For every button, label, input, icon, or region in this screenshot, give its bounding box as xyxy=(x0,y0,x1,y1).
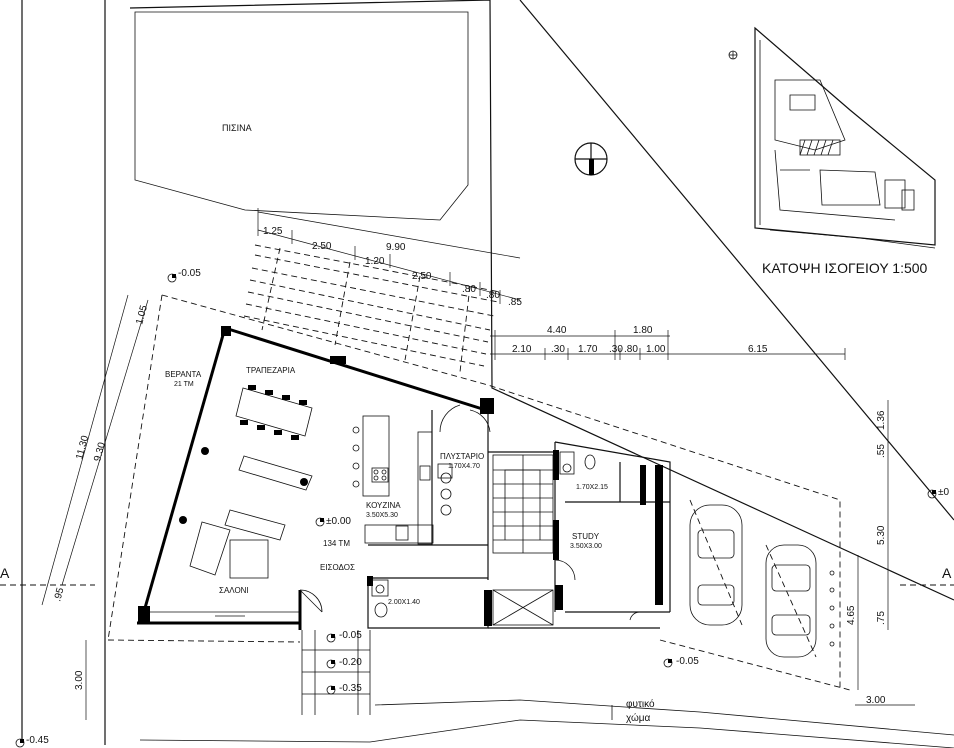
dim-text: .80 xyxy=(462,284,476,295)
wc-dims: 1.70X2.15 xyxy=(576,484,608,491)
dim-text: 2.10 xyxy=(512,344,532,355)
pergola xyxy=(243,244,501,373)
kitchen-label: ΚΟΥΖΙΝΑ xyxy=(366,501,401,510)
level-markers: -0.05 -0.05 -0.20 -0.35 -0.05 -0.45 ±0 xyxy=(15,268,949,748)
dining-table xyxy=(235,385,313,440)
study-dims: 3.50X3.00 xyxy=(570,543,602,550)
dim-text: .95 xyxy=(52,586,66,603)
level-marker: -0.20 xyxy=(326,657,362,669)
plot-boundary xyxy=(21,0,954,748)
house-walls xyxy=(137,326,671,630)
laundry-label: ΠΛΥΣΤΑΡΙΟ xyxy=(440,452,484,461)
level-marker: -0.45 xyxy=(15,735,49,748)
dim-text: 11.30 xyxy=(74,434,91,461)
dining-label: ΤΡΑΠΕΖΑΡΙΑ xyxy=(246,366,296,375)
living-furniture xyxy=(179,447,313,617)
level-text: -0.05 xyxy=(339,630,362,641)
level-text: -0.35 xyxy=(339,683,362,694)
section-label: A xyxy=(0,565,10,581)
section-mark-right: A xyxy=(900,565,954,586)
soil-label-2: χώμα xyxy=(626,712,651,724)
right-dimensions: 4.40 1.80 2.10 .30 1.70 .30 .80 1.00 6.1… xyxy=(490,325,846,360)
dim-text: 2.50 xyxy=(312,241,332,252)
dim-text: 6.15 xyxy=(748,344,768,355)
dim-text: 3.00 xyxy=(866,695,886,706)
dim-text: .30 xyxy=(609,344,623,355)
staircase xyxy=(492,454,554,626)
dim-text: .55 xyxy=(876,444,887,458)
level-marker: -0.05 xyxy=(167,268,201,283)
pool: ΠΙΣΙΝΑ xyxy=(134,11,469,221)
level-marker: -0.35 xyxy=(326,683,362,695)
dim-text: 4.40 xyxy=(547,325,567,336)
section-mark-left: A xyxy=(0,565,95,586)
veranda-label: ΒΕΡΑΝΤΑ xyxy=(165,370,202,379)
level-marker: -0.05 xyxy=(663,656,699,668)
room-labels: ΒΕΡΑΝΤΑ 21 ΤΜ ΤΡΑΠΕΖΑΡΙΑ ΚΟΥΖΙΝΑ 3.50X5.… xyxy=(165,366,655,724)
terrace-outline xyxy=(107,294,851,691)
parking-cars xyxy=(689,499,835,658)
level-text: -0.05 xyxy=(178,268,201,279)
dim-text: 9.90 xyxy=(386,242,406,253)
dim-text: 4.65 xyxy=(846,605,857,625)
dim-text: 5.30 xyxy=(876,525,887,545)
entrance-label: ΕΙΣΟΔΟΣ xyxy=(320,563,355,572)
pergola-dimensions: 1.25 2.50 9.90 1.20 2.50 .80 .80 .85 xyxy=(257,208,522,308)
dim-text: .30 xyxy=(551,344,565,355)
level-text: -0.45 xyxy=(26,735,49,746)
laundry-dims: 1.70X4.70 xyxy=(448,463,480,470)
guest-wc-dims: 2.00X1.40 xyxy=(388,599,420,606)
dim-text: .80 xyxy=(486,290,500,301)
floor-area: 134 ΤΜ xyxy=(323,539,350,548)
wc-fixtures xyxy=(371,451,596,618)
north-arrow-icon xyxy=(574,142,608,176)
dim-text: 1.20 xyxy=(365,256,385,267)
dim-text: 1.25 xyxy=(263,226,283,237)
dim-text: 9.30 xyxy=(92,441,108,463)
level-text: ±0 xyxy=(938,487,949,498)
level-marker: -0.05 xyxy=(326,630,362,643)
site-plan-inset: ΚΑΤΟΨΗ ΙΣΟΓΕΙΟΥ 1:500 xyxy=(728,26,936,276)
dim-text: .80 xyxy=(624,344,638,355)
dim-text: .75 xyxy=(876,611,887,625)
soil-label: φυτικό xyxy=(626,698,655,710)
kitchen-dims: 3.50X5.30 xyxy=(366,512,398,519)
entrance-steps xyxy=(301,630,613,720)
right-side-dimensions: 1.36 .55 5.30 4.65 .75 3.00 xyxy=(846,400,915,706)
kitchen-fixtures xyxy=(352,415,453,545)
pool-label: ΠΙΣΙΝΑ xyxy=(222,123,252,133)
veranda-area: 21 ΤΜ xyxy=(174,381,194,388)
floor-level: ±0.00 xyxy=(326,516,351,527)
level-text: -0.05 xyxy=(676,656,699,667)
dim-text: 1.00 xyxy=(646,344,666,355)
dim-text: 1.05 xyxy=(134,304,150,326)
site-plan-title: ΚΑΤΟΨΗ ΙΣΟΓΕΙΟΥ 1:500 xyxy=(762,260,928,276)
dim-text: 3.00 xyxy=(74,670,85,690)
study-label: STUDY xyxy=(572,532,600,541)
dim-text: .85 xyxy=(508,297,522,308)
dim-text: 1.70 xyxy=(578,344,598,355)
living-label: ΣΑΛΟΝΙ xyxy=(219,586,249,595)
level-marker: ±0 xyxy=(927,487,949,499)
dim-text: 2.50 xyxy=(412,271,432,282)
dim-text: 1.80 xyxy=(633,325,653,336)
section-label: A xyxy=(942,565,952,581)
left-dimensions: 1.05 11.30 9.30 .95 3.00 xyxy=(41,294,150,720)
dim-text: 1.36 xyxy=(876,410,887,430)
level-text: -0.20 xyxy=(339,657,362,668)
doors xyxy=(299,404,641,621)
